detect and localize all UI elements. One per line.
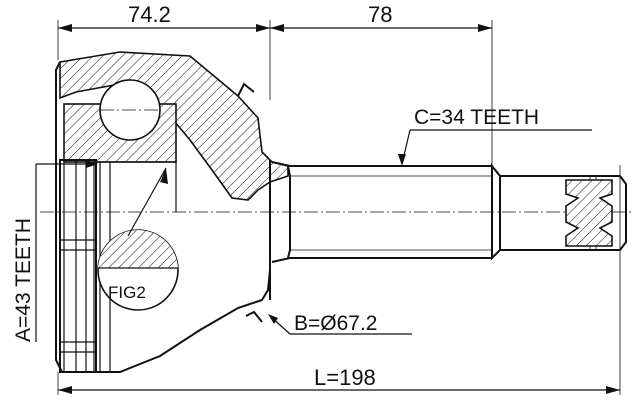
dimension-78-line xyxy=(270,24,492,32)
spline-a-leader xyxy=(35,160,98,342)
fig2-label: FIG2 xyxy=(108,283,146,302)
diameter-b-label: B=Ø67.2 xyxy=(294,312,377,335)
dimension-198-line xyxy=(58,386,620,394)
threaded-tip xyxy=(565,179,613,247)
spline-c-leader xyxy=(398,129,592,166)
length-label: L=198 xyxy=(314,365,376,390)
stem-shaft xyxy=(287,163,627,261)
spline-c-label: C=34 TEETH xyxy=(414,106,539,129)
diameter-b-leader xyxy=(268,314,412,335)
extension-lines xyxy=(57,20,621,395)
dimension-78-label: 78 xyxy=(368,2,392,27)
dimension-74-line xyxy=(58,24,270,32)
ball xyxy=(99,79,161,141)
spline-a-label: A=43 TEETH xyxy=(12,218,35,342)
dimension-74-label: 74.2 xyxy=(128,2,171,27)
